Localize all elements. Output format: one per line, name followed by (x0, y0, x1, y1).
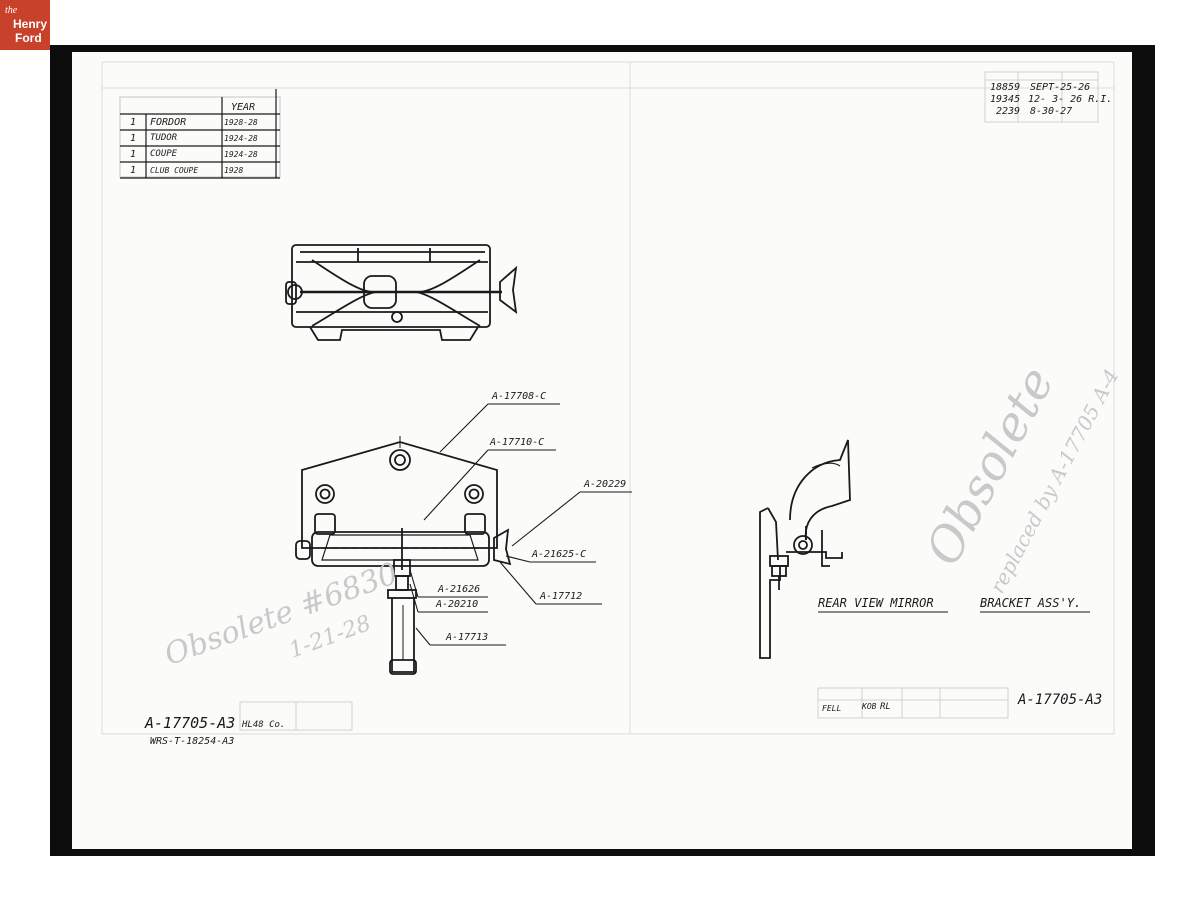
table-model-club-coupe: CLUB COUPE (150, 166, 199, 175)
table-year-club-coupe: 1928 (224, 166, 244, 175)
logo-henry: Henry (13, 17, 48, 31)
table-header-year: YEAR (231, 102, 256, 113)
signature-3: RL (880, 702, 891, 712)
front-view-drawing (295, 436, 512, 675)
drawing-title-part2: BRACKET ASS'Y. (980, 596, 1082, 610)
callout-a17712: A-17712 (540, 591, 583, 602)
drawing-title-part1: REAR VIEW MIRROR (818, 596, 934, 610)
revision-date-2: 12- 3- 26 R.I. (1028, 94, 1113, 105)
callout-a20229: A-20229 (584, 479, 627, 490)
signature-2: KOB (862, 702, 877, 711)
revision-no-2: 19345 (990, 94, 1021, 105)
signature-1: FELL (822, 704, 842, 713)
table-model-coupe: COUPE (150, 149, 178, 159)
part-number-left: A-17705-A3 (145, 714, 236, 732)
table-qty-3: 1 (130, 149, 137, 160)
top-view-drawing (285, 244, 518, 341)
revision-no-3: 2239 (996, 106, 1021, 117)
sheet-border (101, 61, 1115, 735)
revision-no-1: 18859 (990, 82, 1021, 93)
callout-a21626: A-21626 (438, 584, 481, 595)
side-view-drawing (759, 439, 851, 659)
logo-the: the (5, 5, 18, 16)
part-number-suffix: HL48 Co. (242, 720, 286, 730)
table-model-tudor: TUDOR (150, 133, 178, 143)
logo-ford: Ford (15, 31, 42, 45)
table-qty-4: 1 (130, 165, 137, 176)
revision-date-1: SEPT-25-26 (1030, 82, 1091, 93)
application-table (119, 89, 281, 179)
table-model-fordor: FORDOR (150, 117, 187, 128)
callout-leaders (409, 403, 632, 646)
table-qty-2: 1 (130, 133, 137, 144)
table-year-tudor: 1924-28 (224, 134, 258, 143)
callout-a17713: A-17713 (446, 632, 489, 643)
title-block (239, 687, 1009, 731)
part-number-right: A-17705-A3 (1018, 692, 1103, 708)
table-year-fordor: 1928-28 (224, 118, 258, 127)
callout-a17708-c: A-17708-C (492, 391, 547, 402)
henry-ford-logo: the Henry Ford (0, 0, 50, 50)
drawing-sub-number: WRS-T-18254-A3 (150, 736, 235, 747)
drawing-sheet (72, 52, 1132, 849)
callout-a20210: A-20210 (436, 599, 479, 610)
callout-a21625-c: A-21625-C (532, 549, 587, 560)
revision-block (984, 71, 1099, 123)
table-year-coupe: 1924-28 (224, 150, 258, 159)
table-qty-1: 1 (130, 117, 137, 128)
callout-a17710-c: A-17710-C (490, 437, 545, 448)
revision-date-3: 8-30-27 (1030, 106, 1073, 117)
